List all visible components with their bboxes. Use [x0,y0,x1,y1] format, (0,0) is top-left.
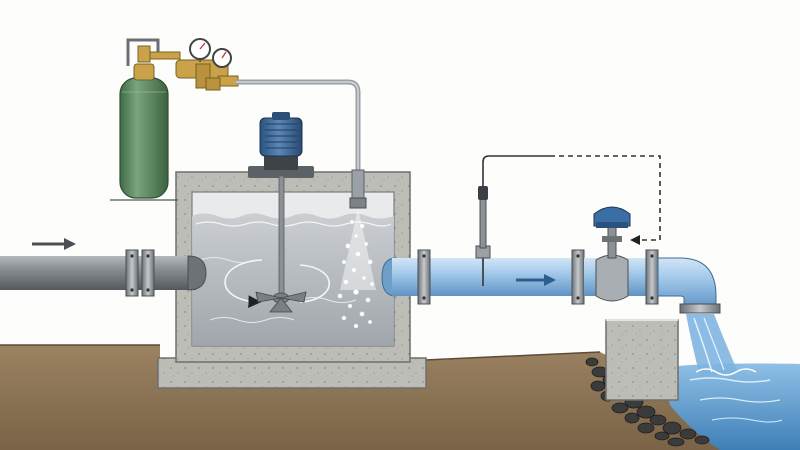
impeller [255,291,307,313]
discharge-outlet [657,257,721,314]
pressure-gauge-icon [212,48,232,68]
mixing-tank [157,171,427,389]
pressure-regulator [175,38,239,91]
control-signal-line [482,155,661,245]
pressure-gauge-icon [189,38,211,62]
gas-feed-line [236,79,361,176]
spray-nozzle-icon [349,197,367,209]
sensor-probe [475,186,491,286]
mixing-swirl [224,259,263,308]
inlet-flow-arrow [32,238,76,250]
control-valve [584,206,659,305]
probe-icon [479,195,487,249]
inlet-pipe [0,249,207,297]
mixer [248,112,314,313]
gas-cylinder-icon [119,77,169,199]
actuated-valve-icon [593,206,631,227]
treated-flow-arrow [516,274,556,286]
outlet-pedestal [605,319,679,401]
injection-nozzle [337,169,376,329]
gas-cylinder [110,38,181,201]
gas-bubbles [337,219,375,329]
discharge-water [686,314,757,376]
receiving-water [660,363,800,450]
treated-pipe [381,249,588,305]
outlet-icon [657,257,717,309]
